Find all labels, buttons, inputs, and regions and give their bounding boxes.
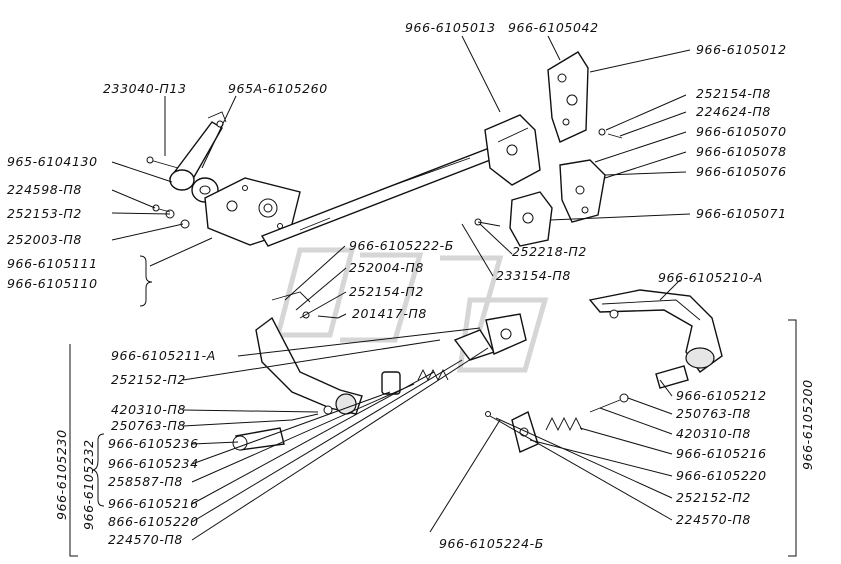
part-label: 252152-П2 [676,490,751,505]
part-label: 966-6105042 [508,20,599,35]
part-label: 252004-П8 [349,260,424,275]
part-label: 250763-П8 [111,418,186,433]
roller-965-6104130 [165,169,219,229]
handle-966-6105211-A [255,291,363,415]
part-label: 252218-П2 [512,244,587,259]
part-label: 250763-П8 [676,406,751,421]
part-label: 966-6105212 [676,388,767,403]
part-label: 233040-П13 [103,81,187,96]
part-label: 966-6105220 [676,468,767,483]
part-label: 966-6105070 [696,124,787,139]
handle-966-6105210-A [588,289,723,373]
part-label: 252153-П2 [7,206,82,221]
part-label: 252154-П2 [349,284,424,299]
part-label: 966-6105224-Б [439,536,544,551]
part-label: 224570-П8 [108,532,183,547]
springs-and-pins-left [232,311,527,451]
part-label: 224624-П8 [696,104,771,119]
part-label: 420310-П8 [676,426,751,441]
part-label: 866-6105220 [108,514,199,529]
group-brackets [69,255,797,557]
part-label: 966-6105111 [7,256,98,271]
part-label: 258587-П8 [108,474,183,489]
part-label: 966-6105216 [108,496,199,511]
part-label: 420310-П8 [111,402,186,417]
part-label: 966-6105071 [696,206,787,221]
part-label: 966-6105110 [7,276,98,291]
part-label: 252152-П2 [111,372,186,387]
hinge-966-6105013 [484,114,541,186]
part-label: 224570-П8 [676,512,751,527]
part-label: 966-6105234 [108,456,199,471]
group-label: 966-6105232 [81,439,96,530]
bracket-966-6105070 [559,159,606,223]
part-label: 966-6105211-А [111,348,216,363]
part-label: 252003-П8 [7,232,82,247]
part-label: 966-6105216 [676,446,767,461]
lever-233040 [146,111,227,185]
part-label: 966-6105013 [405,20,496,35]
bracket-966-6105012 [547,51,589,143]
leader-lines [111,35,691,541]
group-label: 966-6105200 [800,379,815,470]
part-label: 966-6105012 [696,42,787,57]
part-label: 965А-6105260 [228,81,328,96]
springs-and-pins-right [485,365,689,453]
part-label: 966-6105076 [696,164,787,179]
small-fasteners-upper [152,128,623,213]
group-label: 966-6105230 [54,429,69,520]
part-label: 966-6105078 [696,144,787,159]
part-labels: 966-6105013 966-6105042 966-6105012 2330… [7,20,787,551]
part-label: 224598-П8 [7,182,82,197]
lock-966-6105071 [474,191,553,247]
part-label: 966-6105210-А [658,270,763,285]
part-label: 966-6105236 [108,436,199,451]
part-label: 233154-П8 [496,268,571,283]
part-label: 201417-П8 [352,306,427,321]
part-label: 966-6105222-Б [349,238,454,253]
part-label: 965-6104130 [7,154,98,169]
part-label: 252154-П8 [696,86,771,101]
vertical-group-labels: 966-6105230 966-6105232 966-6105200 [54,379,815,530]
bracket-966-6105111 [204,177,301,246]
